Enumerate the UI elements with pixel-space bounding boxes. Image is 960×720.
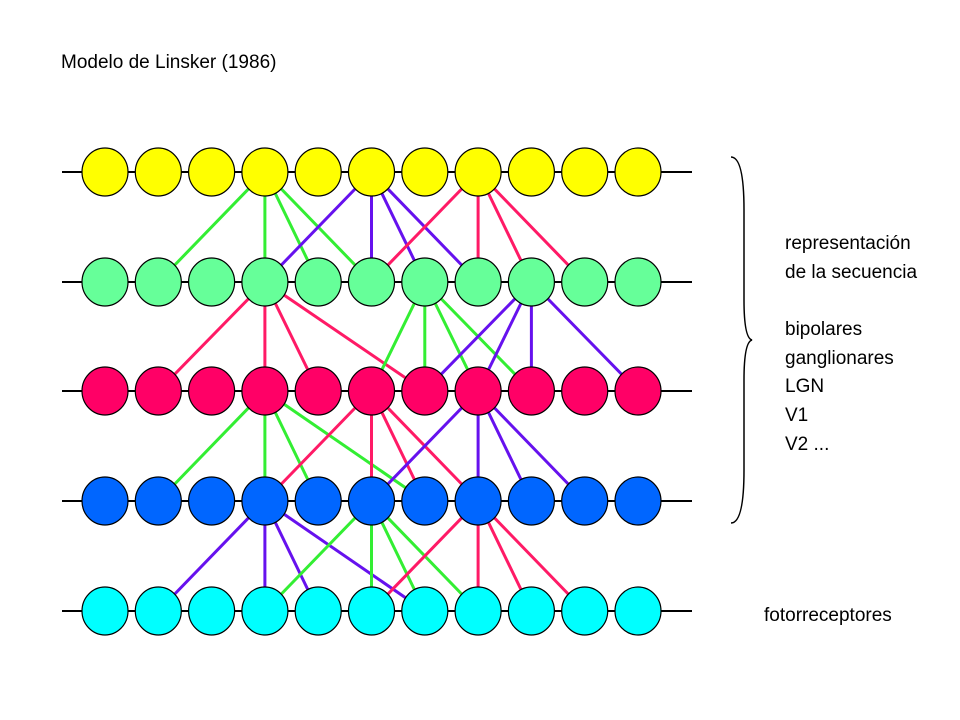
neuron-node-layer-2 [401,257,449,307]
neuron-node-layer-4 [241,476,289,526]
connection-line [263,170,373,284]
neuron-node-layer-3 [614,366,662,416]
neuron-node-layer-3 [188,366,236,416]
neuron-node-layer-3 [134,366,182,416]
neuron-node-layer-2 [134,257,182,307]
neuron-node-layer-2 [507,257,556,307]
neuron-node-layer-2 [561,257,609,307]
neuron-node-layer-5 [507,586,556,636]
connection-line [157,170,266,284]
neuron-node-layer-1 [188,147,236,197]
neuron-node-layer-2 [81,257,129,307]
title: Modelo de Linsker (1986) [61,52,277,73]
neuron-node-layer-5 [614,586,662,636]
neuron-node-layer-4 [81,476,129,526]
connection-line [157,389,266,503]
brace-text-line-2: de la secuencia [785,262,918,283]
connection-line [477,389,586,503]
brace-text-bipolares: bipolares [785,319,863,340]
neuron-node-layer-5 [134,586,182,636]
connection-line [263,499,373,613]
neuron-node-layer-3 [347,366,396,416]
neuron-node-layer-4 [561,476,609,526]
neuron-node-layer-3 [507,366,556,416]
neuron-node-layer-4 [401,476,449,526]
neuron-node-layer-5 [81,586,129,636]
neuron-node-layer-2 [614,257,662,307]
neuron-node-layer-1 [454,147,502,197]
neuron-node-layer-1 [561,147,609,197]
connection-line [477,499,586,613]
neuron-node-layer-3 [81,366,129,416]
connection-line [157,280,266,393]
connection-line [264,389,426,503]
connection-line [423,280,533,393]
neuron-node-layer-4 [454,476,502,526]
neuron-node-layer-1 [294,147,342,197]
neuron-node-layer-2 [188,257,236,307]
brace-text-lgn: LGN [785,376,825,397]
neuron-node-layer-4 [507,476,556,526]
neuron-node-layer-1 [507,147,556,197]
neuron-node-layer-4 [134,476,182,526]
neuron-node-layer-3 [241,366,289,416]
neuron-node-layer-5 [454,586,502,636]
neuron-node-layer-1 [81,147,129,197]
connection-line [370,389,480,503]
connection-line [264,280,426,393]
neuron-node-layer-1 [134,147,182,197]
neuron-node-layer-5 [294,586,342,636]
neuron-node-layer-5 [401,586,449,636]
neuron-node-layer-3 [294,366,342,416]
connection-line [477,170,586,284]
neuron-node-layer-3 [561,366,609,416]
neuron-node-layer-2 [294,257,342,307]
neuron-node-layer-4 [188,476,236,526]
connection-line [370,499,480,613]
right-brace [730,156,753,524]
brace-text-v2: V2 ... [785,434,830,455]
neuron-node-layer-5 [241,586,289,636]
neuron-node-layer-1 [347,147,396,197]
connection-line [264,499,426,613]
neuron-node-layer-5 [188,586,236,636]
neuron-node-layer-5 [561,586,609,636]
brace-text-line-1: representación [785,233,911,254]
neuron-node-layer-1 [241,147,289,197]
connection-line [370,170,480,284]
brace-text-ganglionares: ganglionares [785,348,894,369]
connection-line [530,280,640,393]
neuron-node-layer-3 [401,366,449,416]
connection-line [157,499,266,613]
neuron-node-layer-2 [241,257,289,307]
neuron-node-layer-5 [347,586,396,636]
neuron-node-layer-4 [347,476,396,526]
neuron-node-layer-1 [401,147,449,197]
neuron-node-layer-4 [614,476,662,526]
fotorreceptores-label: fotorreceptores [764,605,892,626]
neuron-node-layer-1 [614,147,662,197]
neuron-node-layer-4 [294,476,342,526]
neuron-node-layer-2 [454,257,502,307]
brace-text-v1: V1 [785,405,809,426]
neuron-node-layer-3 [454,366,502,416]
neuron-node-layer-2 [347,257,396,307]
connection-line [263,389,373,503]
